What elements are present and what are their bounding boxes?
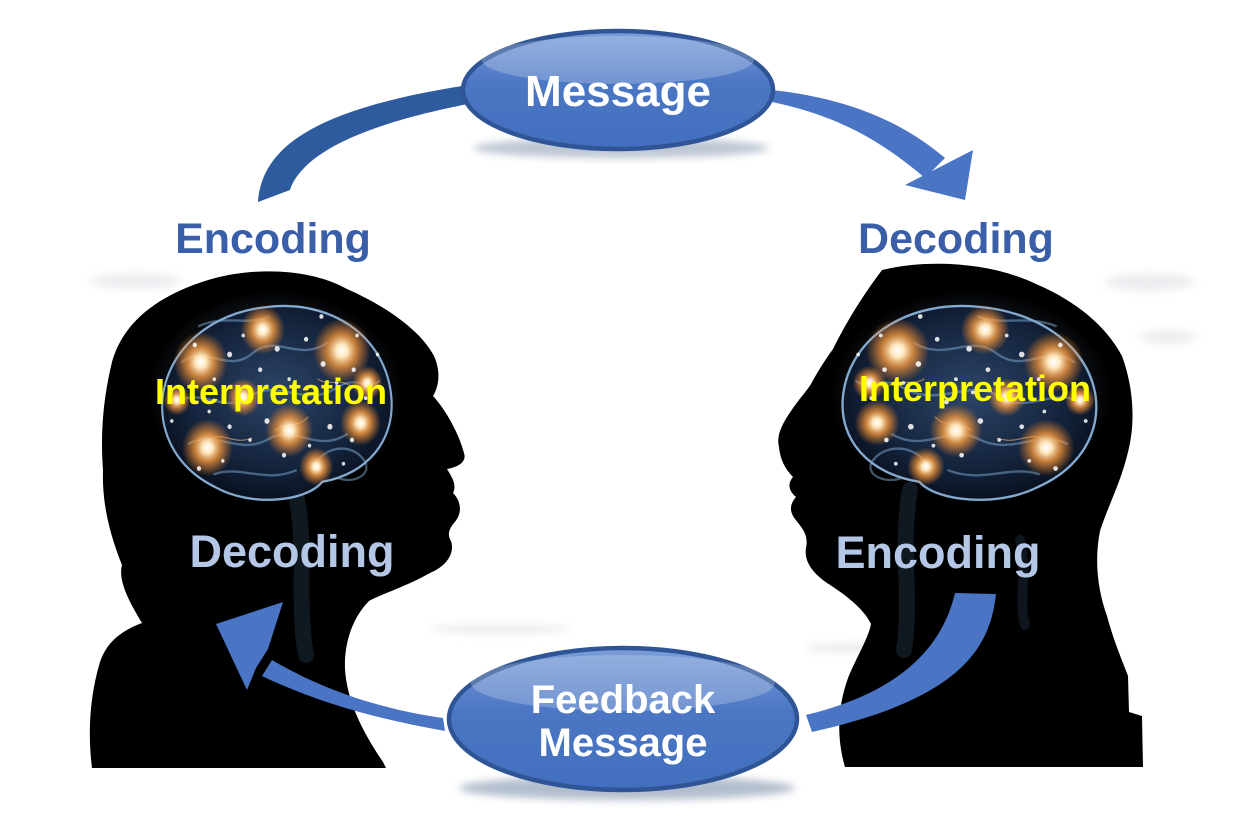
right-decoding-label: Decoding: [858, 215, 1054, 263]
left-neck-wisp: [287, 482, 314, 663]
top-arrowhead: [905, 150, 973, 200]
feedback-message-label-line1: Feedback: [531, 678, 716, 722]
bottom-arrow-left-segment: [216, 602, 445, 731]
feedback-message-label-line2: Message: [539, 721, 708, 765]
bottom-arrowhead: [216, 602, 283, 690]
right-neck-wisp: [896, 482, 918, 658]
top-arrow-left-segment: [258, 86, 468, 202]
bottom-ellipse-gloss: [471, 655, 775, 711]
left-encoding-label: Encoding: [175, 215, 371, 263]
right-encoding-label: Encoding: [836, 527, 1041, 578]
right-nape-wisp: [1015, 535, 1030, 630]
message-label: Message: [525, 67, 711, 116]
top-message-ellipse: Message: [460, 28, 776, 158]
left-decoding-label: Decoding: [189, 526, 394, 577]
background-smudges: [90, 273, 1196, 653]
bottom-arrow-right-segment: [806, 593, 996, 732]
bottom-feedback-ellipse: Feedback Message: [446, 645, 800, 800]
right-interpretation-label: Interpretation: [859, 368, 1091, 409]
top-arrow-right-segment: [772, 90, 973, 200]
left-interpretation-label: Interpretation: [155, 371, 387, 412]
top-ellipse-gloss: [482, 36, 754, 84]
